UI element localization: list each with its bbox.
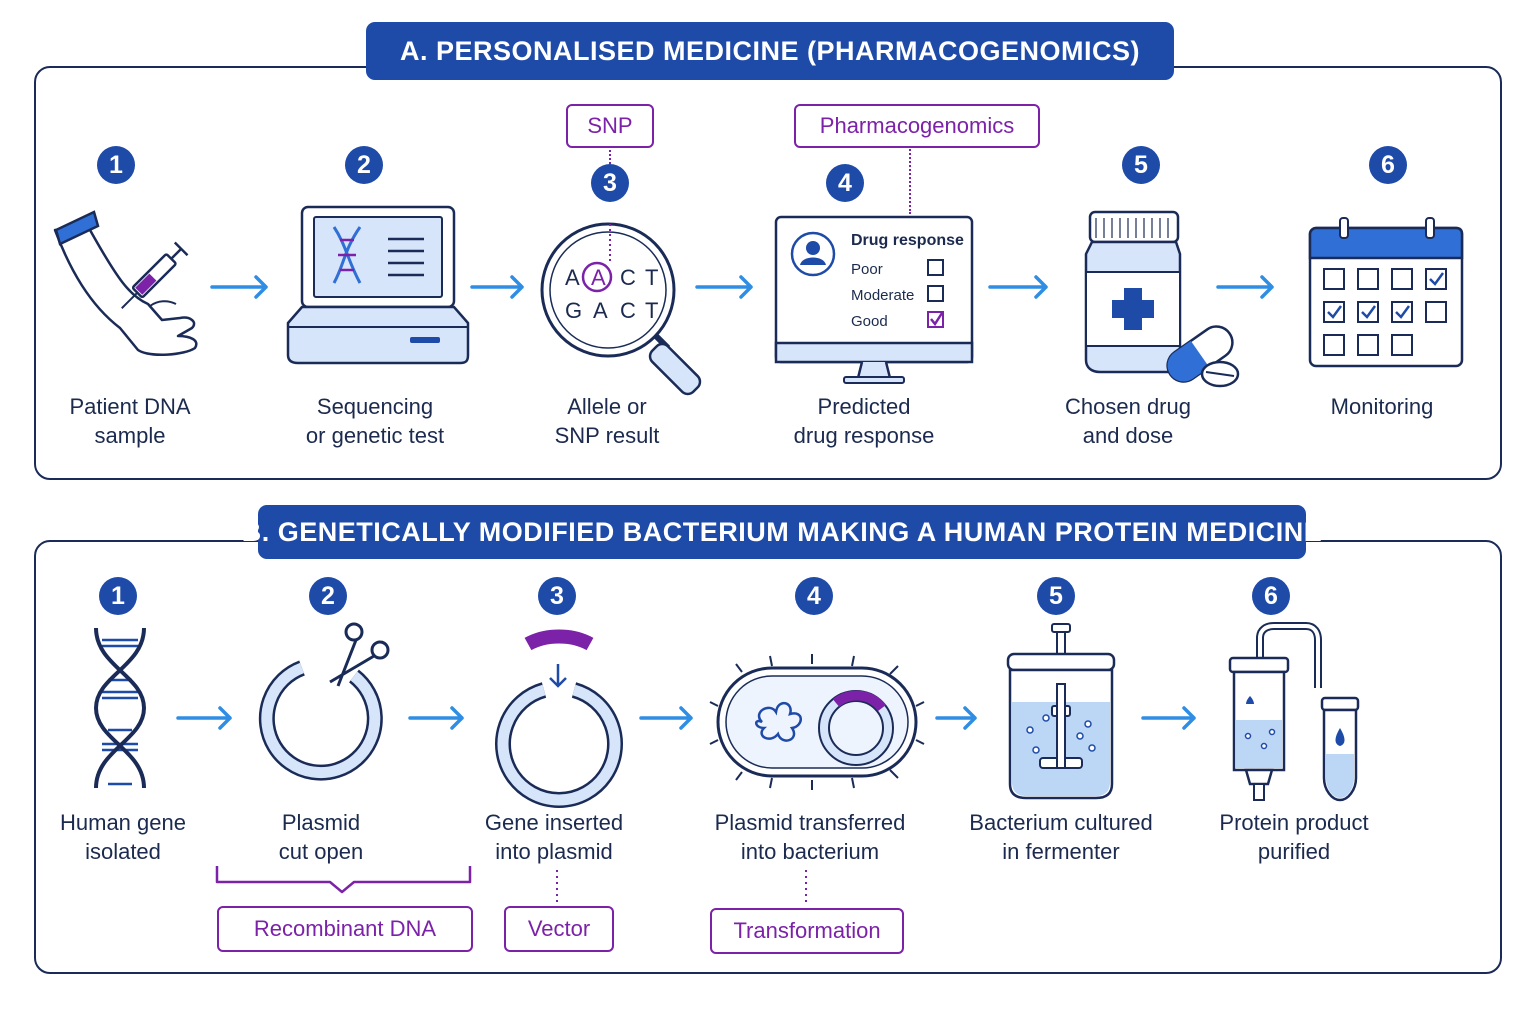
option-good: Good: [851, 313, 888, 330]
bacterium-icon: [709, 654, 925, 790]
magnifier-icon: [540, 222, 702, 396]
panel-a: [34, 66, 1502, 480]
seq-bottom-4: T: [645, 298, 659, 323]
panel-a-title: A. PERSONALISED MEDICINE (PHARMACOGENOMI…: [366, 22, 1174, 80]
panel-b-title: B. GENETICALLY MODIFIED BACTERIUM MAKING…: [242, 505, 1322, 559]
step-a3-number: 3: [591, 164, 629, 202]
pharmacogenomics-tag: Pharmacogenomics: [794, 104, 1040, 148]
seq-top-1: A: [565, 265, 580, 290]
caption-a6: Monitoring: [1330, 394, 1434, 419]
dna-helix-icon: [93, 627, 147, 789]
calendar-icon: [1308, 217, 1464, 368]
step-b6-number: 6: [1252, 577, 1290, 615]
pharmacogenomics-connector: [909, 146, 911, 214]
seq-bottom-2: A: [593, 298, 608, 323]
option-moderate: Moderate: [851, 287, 915, 304]
fermenter-icon: [1006, 623, 1116, 800]
step-a5-number: 5: [1122, 146, 1160, 184]
seq-top-4: T: [645, 265, 659, 290]
step-a4-number: 4: [826, 164, 864, 202]
seq-top-3: C: [620, 265, 636, 290]
seq-bottom-1: G: [565, 298, 583, 323]
seq-bottom-3: C: [620, 298, 636, 323]
laptop-dna-icon: [286, 205, 470, 365]
step-b5-number: 5: [1037, 577, 1075, 615]
step-a6-number: 6: [1369, 146, 1407, 184]
step-a2-number: 2: [345, 146, 383, 184]
step-b2-number: 2: [309, 577, 347, 615]
recombinant-dna-tag: Recombinant DNA: [217, 906, 473, 952]
option-poor: Poor: [851, 261, 883, 278]
step-b3-number: 3: [538, 577, 576, 615]
plasmid-insert-icon: [495, 629, 623, 808]
transformation-tag: Transformation: [710, 908, 904, 954]
arm-syringe-icon: [53, 210, 198, 356]
plasmid-scissors-icon: [258, 622, 390, 781]
column-tube-icon: [1228, 622, 1360, 802]
step-a1-number: 1: [97, 146, 135, 184]
step-b1-number: 1: [99, 577, 137, 615]
snp-connector: [609, 146, 611, 164]
step-b4-number: 4: [795, 577, 833, 615]
monitor-icon: [774, 215, 974, 384]
pill-bottle-icon: [1084, 210, 1240, 388]
snp-tag: SNP: [566, 104, 654, 148]
drug-response-title: Drug response: [851, 232, 964, 249]
vector-tag: Vector: [504, 906, 614, 952]
seq-top-2: A: [591, 265, 606, 290]
